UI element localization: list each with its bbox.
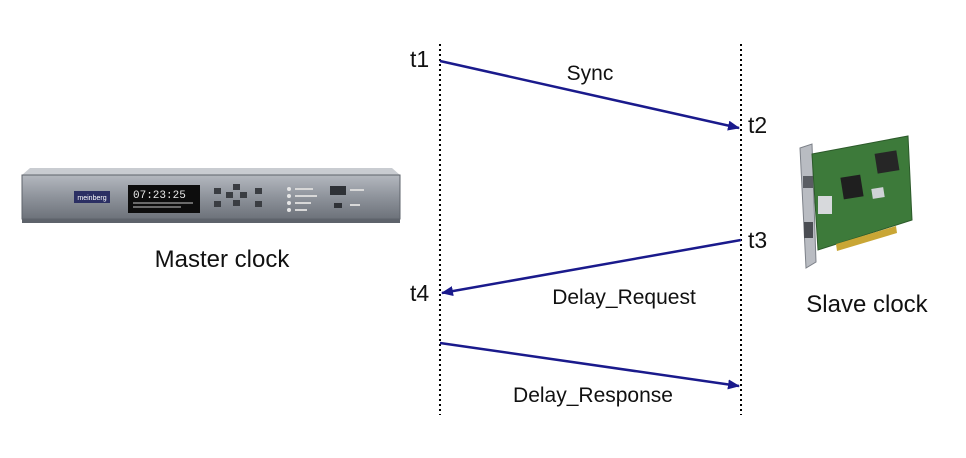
- master-display-time: 07:23:25: [133, 190, 186, 202]
- master-status-leds: [287, 187, 291, 212]
- delay-response-arrow: [439, 341, 740, 390]
- slave-clock-label: Slave clock: [806, 291, 928, 318]
- timestamp-t2: t2: [748, 112, 767, 138]
- master-serial-port: [330, 186, 346, 195]
- brand-logo: [74, 191, 110, 203]
- master-front-buttons: [214, 184, 262, 207]
- slave-clock-device: [799, 135, 913, 269]
- master-clock-label: Master clock: [155, 246, 291, 273]
- master-usb-port: [334, 203, 342, 208]
- delay-request-label: Delay_Request: [552, 286, 696, 309]
- timestamp-t1: t1: [410, 46, 429, 72]
- master-clock-device: meinberg 07:23:25: [21, 168, 401, 223]
- timestamp-t3: t3: [748, 227, 767, 253]
- sync-arrow: [439, 59, 740, 131]
- timestamp-t4: t4: [410, 280, 429, 306]
- brand-text: meinberg: [77, 195, 106, 202]
- sync-label: Sync: [567, 62, 614, 85]
- master-display: [128, 185, 200, 213]
- delay-request-arrow: [441, 238, 742, 297]
- delay-response-label: Delay_Response: [513, 384, 673, 407]
